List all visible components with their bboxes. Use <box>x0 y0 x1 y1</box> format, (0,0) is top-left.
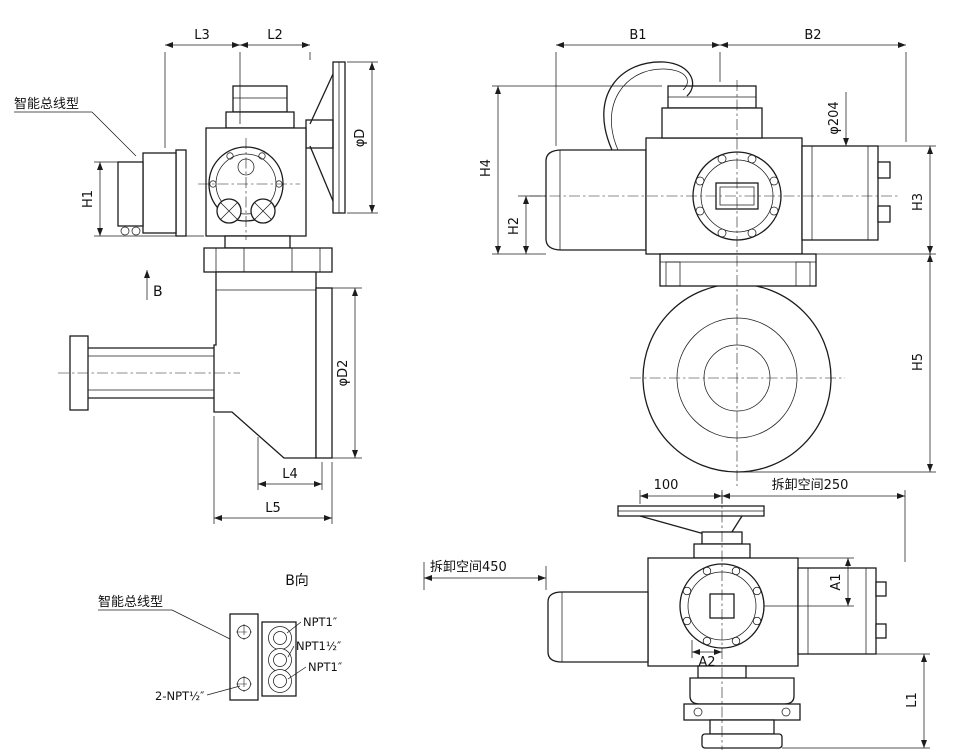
port-label-npt1-bottom: NPT1″ <box>308 660 343 674</box>
valve-outlet-plan <box>683 665 801 749</box>
dim-L5: L5 <box>213 416 333 524</box>
handwheel-side <box>305 61 346 214</box>
dim-label-phiD: φD <box>353 129 368 148</box>
dim-phiD2: φD2 <box>332 287 362 459</box>
dim-label-space250: 拆卸空间250 <box>772 477 849 493</box>
port-label-npt1-top: NPT1″ <box>303 615 338 629</box>
dim-label-B1: B1 <box>629 28 646 43</box>
dim-H5: H5 <box>737 254 936 473</box>
mounting-flange-front <box>659 253 817 287</box>
dim-H1: H1 <box>81 161 204 237</box>
dim-L3: L3 <box>164 28 241 148</box>
cable-gland-entries <box>216 198 276 224</box>
dim-label-A1: A1 <box>829 573 844 590</box>
conduit-loop <box>603 61 694 151</box>
dim-label-H1: H1 <box>81 190 96 208</box>
dim-label-100: 100 <box>654 478 679 493</box>
dim-H2: H2 <box>507 195 546 254</box>
actuator-body-side <box>117 85 307 237</box>
bus-type-callout-side: 智能总线型 <box>14 97 137 157</box>
actuator-front <box>545 61 891 255</box>
dim-space250: 拆卸空间250 <box>722 477 906 562</box>
dim-H4: H4 <box>479 85 662 255</box>
dim-label-phi204: φ204 <box>827 101 842 134</box>
dim-label-H4: H4 <box>479 159 494 177</box>
dim-L4: L4 <box>257 437 323 490</box>
view-arrow-B-label: B <box>153 284 163 300</box>
dim-label-space450: 拆卸空间450 <box>430 559 507 575</box>
dim-label-H5: H5 <box>911 353 926 371</box>
view-side: 智能总线型 L3 L2 φD H1 <box>14 28 378 524</box>
valve-body-side <box>69 235 333 459</box>
dim-label-L3: L3 <box>194 28 210 43</box>
dim-label-phiD2: φD2 <box>336 360 351 387</box>
dim-A1: A1 <box>764 557 854 607</box>
port-label-2npt-half: 2-NPT½″ <box>155 689 205 703</box>
dim-L2: L2 <box>240 28 311 60</box>
dim-label-A2: A2 <box>698 655 715 670</box>
dim-H3: H3 <box>816 145 936 255</box>
dim-B2: B2 <box>720 28 907 142</box>
dim-label-L1: L1 <box>905 692 920 708</box>
port-label-npt1half: NPT1½″ <box>296 639 342 653</box>
view-arrow-B: B <box>144 270 163 300</box>
dim-100: 100 <box>639 478 723 504</box>
dim-label-H3: H3 <box>911 193 926 211</box>
view-b-detail: B向 智能总线型 NPT1″ NPT1½″ <box>98 573 343 703</box>
dim-label-L2: L2 <box>267 28 283 43</box>
dim-phiD: φD <box>347 61 378 214</box>
dim-A2: A2 <box>691 640 722 670</box>
handwheel-plan <box>617 505 765 559</box>
view-plan: 100 拆卸空间250 拆卸空间450 A1 A2 L1 <box>423 477 930 750</box>
bus-type-label-bview: 智能总线型 <box>98 595 163 610</box>
bus-type-label: 智能总线型 <box>14 97 79 112</box>
dim-space450: 拆卸空间450 <box>423 559 547 590</box>
port-callouts: NPT1″ NPT1½″ NPT1″ 2-NPT½″ <box>155 615 343 703</box>
dim-B1: B1 <box>555 28 721 146</box>
bus-type-callout-bview: 智能总线型 <box>98 595 233 641</box>
b-view-title: B向 <box>285 573 309 589</box>
connection-plate <box>229 613 297 701</box>
dim-label-H2: H2 <box>507 217 522 235</box>
dim-L1: L1 <box>782 653 930 749</box>
dim-phi204: φ204 <box>802 92 852 147</box>
dim-label-L5: L5 <box>265 501 281 516</box>
dim-label-L4: L4 <box>282 467 298 482</box>
view-front: B1 B2 φ204 H4 H2 H3 <box>479 28 936 486</box>
dim-label-B2: B2 <box>804 28 821 43</box>
